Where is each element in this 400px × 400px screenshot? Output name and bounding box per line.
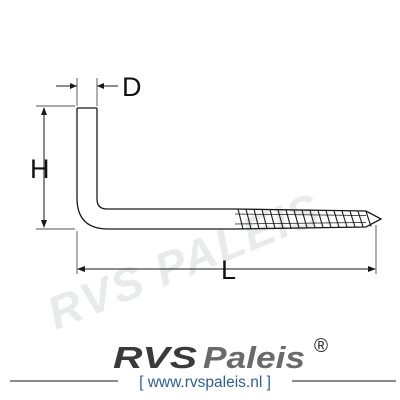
thread-ridge xyxy=(277,209,284,229)
thread-ridge xyxy=(237,208,244,230)
dimension-d-arrow-left xyxy=(70,83,77,89)
logo-rvs-text: RVS xyxy=(113,340,197,375)
thread-ridge xyxy=(293,209,300,229)
thread-ridge xyxy=(285,209,292,229)
website-url[interactable]: [ www.rvspaleis.nl ] xyxy=(139,374,271,391)
thread-ridge xyxy=(269,209,276,229)
dimension-h-arrow-bottom xyxy=(41,220,47,228)
registered-mark: ® xyxy=(314,336,328,357)
brand-logo: RVS Paleis ® xyxy=(113,336,328,375)
dimension-h-arrow-top xyxy=(41,107,47,115)
dimension-h-label: H xyxy=(30,154,50,184)
dimension-l-arrow-right xyxy=(368,266,376,272)
logo-paleis-text: Paleis xyxy=(203,340,305,375)
dimension-h xyxy=(36,105,75,230)
screw-hook xyxy=(76,107,383,230)
thread-ridge xyxy=(261,209,268,229)
thread-outline xyxy=(234,208,383,230)
thread-ridge xyxy=(365,211,372,227)
dimension-d-label: D xyxy=(122,72,142,102)
dimension-d xyxy=(56,78,118,106)
thread-ridge xyxy=(341,210,348,228)
thread-ridge xyxy=(349,210,356,228)
thread-ridge xyxy=(357,211,364,227)
dimension-l-arrow-left xyxy=(77,266,85,272)
dimension-d-arrow-right xyxy=(97,83,104,89)
watermark-text: RVS PALEIS xyxy=(40,182,328,339)
thread-ridge xyxy=(309,210,316,228)
thread-core xyxy=(234,213,367,225)
thread-ridge xyxy=(245,209,252,229)
thread-ridge xyxy=(253,209,260,229)
dimension-l-label: L xyxy=(221,255,236,285)
thread-ridge xyxy=(301,210,308,228)
thread-ridge xyxy=(317,210,324,228)
hook-outline xyxy=(76,107,235,230)
dimension-l xyxy=(76,225,377,274)
thread-ridges xyxy=(237,208,372,230)
thread-ridge xyxy=(333,210,340,228)
thread-ridge xyxy=(325,210,332,228)
